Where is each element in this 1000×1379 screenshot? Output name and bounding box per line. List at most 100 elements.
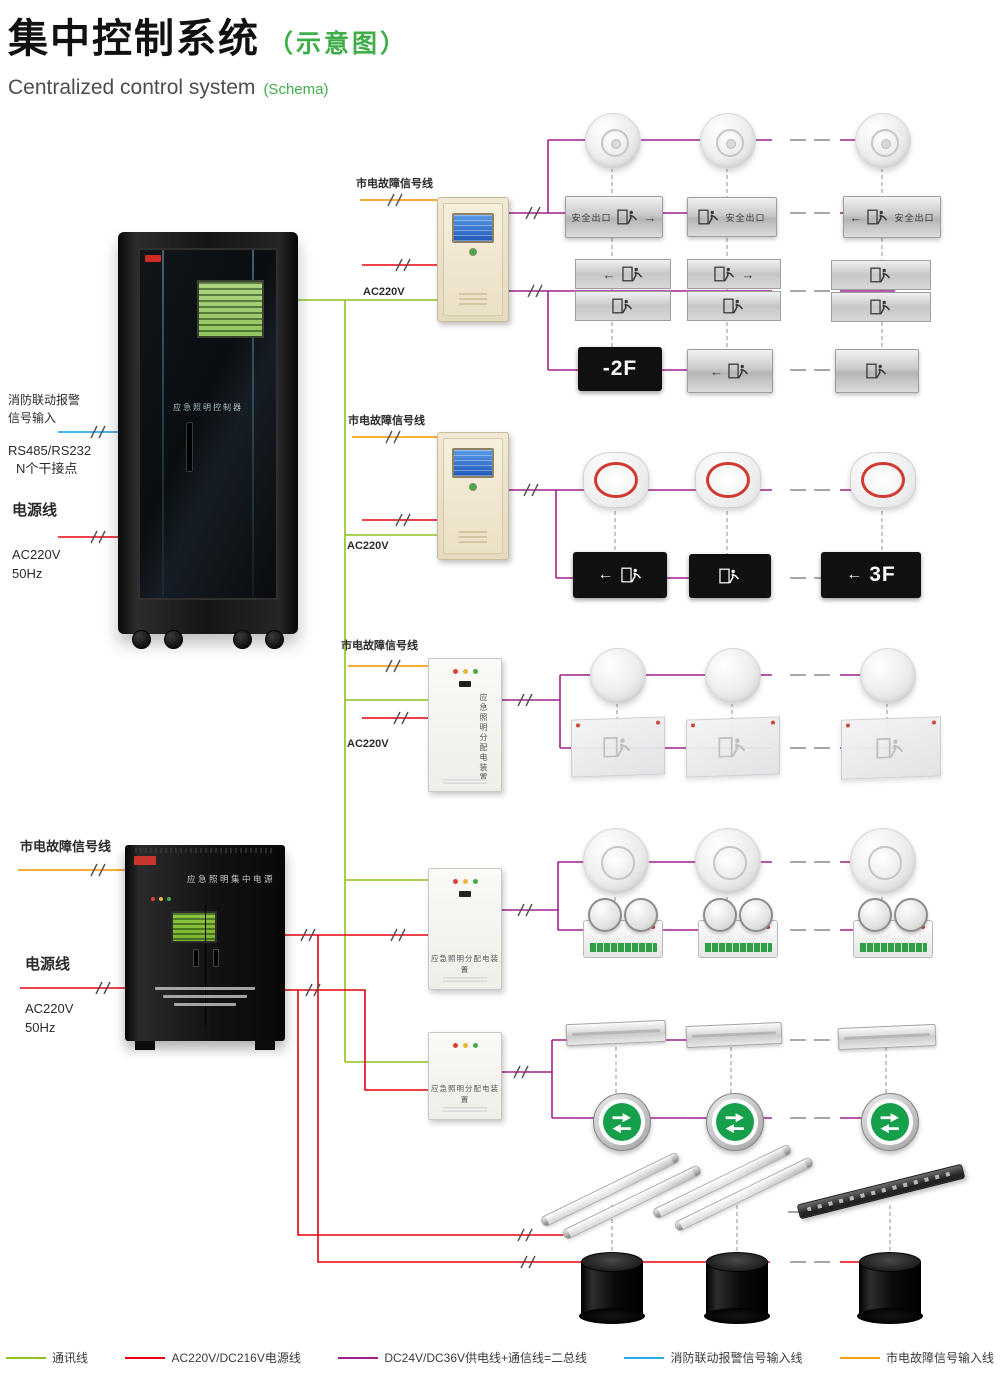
legend-swatch <box>338 1356 379 1359</box>
black-downlight <box>579 1252 645 1324</box>
power-line-label: 电源线 <box>12 502 58 519</box>
double-arrow-icon <box>612 1113 632 1134</box>
door-handle <box>193 949 199 967</box>
exit-sign-label: 安全出口 <box>571 212 612 223</box>
floor-label: 3F <box>869 563 896 586</box>
arrow-left-icon: ← <box>597 566 614 583</box>
double-exit-sign <box>831 260 931 322</box>
ceiling-lamp <box>583 828 649 894</box>
indicator-light <box>469 248 477 256</box>
box-screen <box>452 213 494 243</box>
arrow-right-icon: → <box>643 209 657 225</box>
running-man-icon <box>870 267 892 283</box>
twin-head-emergency-light <box>853 898 933 960</box>
glass-reflection <box>252 250 255 598</box>
door-seam <box>205 905 206 1025</box>
twin-head-emergency-light <box>698 898 778 960</box>
box-label: 应急照明分配电装置 <box>431 1084 499 1104</box>
fire-signal-label-2: 信号输入 <box>8 411 57 425</box>
green-exit-arrow-sign <box>706 1093 764 1151</box>
distribution-box-1 <box>437 197 509 322</box>
running-man-icon <box>719 568 741 584</box>
caster-wheel <box>132 630 151 649</box>
ac220v-label: AC220V <box>347 540 389 552</box>
control-rack-cabinet: 应急照明控制器 <box>118 232 298 649</box>
double-arrow-icon <box>725 1113 745 1134</box>
rs485-label: RS485/RS232 <box>8 443 92 458</box>
aluminum-exit-sign <box>565 1019 667 1047</box>
page-subtitle: Centralized control system (Schema) <box>8 76 328 100</box>
mains-fault-label: 市电故障信号线 <box>356 178 433 190</box>
indicator-lights <box>429 669 501 674</box>
indicator-lights <box>429 879 501 884</box>
indicator-lights <box>429 1043 501 1048</box>
legend-item-fire: 消防联动报警信号输入线 <box>624 1349 803 1366</box>
nameplate-line <box>155 987 255 990</box>
exit-sign: ← <box>687 349 773 393</box>
distribution-box-3: 应急照明分配电装置 <box>428 658 502 792</box>
double-arrow-icon <box>880 1113 900 1134</box>
arrow-left-icon: ← <box>849 209 863 225</box>
green-exit-arrow-sign <box>593 1093 651 1151</box>
downlight <box>695 452 761 508</box>
rack-label: 应急照明控制器 <box>173 403 243 412</box>
ac220v-label: AC220V <box>363 286 405 298</box>
running-man-icon <box>621 567 643 583</box>
distribution-box-4: 应急照明分配电装置 <box>428 868 502 990</box>
floor-label: -2F <box>602 357 638 380</box>
box-screen <box>452 448 494 478</box>
legend: 通讯线 AC220V/DC216V电源线 DC24V/DC36V供电线+通信线=… <box>6 1349 994 1366</box>
exit-sign-label: 安全出口 <box>725 212 766 223</box>
ceiling-lamp <box>860 648 916 704</box>
cable-break-marks <box>90 193 543 1269</box>
brand-logo <box>134 856 156 865</box>
running-man-icon <box>617 209 639 225</box>
acrylic-exit-sign <box>686 716 780 778</box>
rack-glass-door: 应急照明控制器 <box>138 248 278 600</box>
acrylic-exit-sign <box>841 716 941 780</box>
indicator-light <box>469 483 477 491</box>
running-man-icon <box>867 209 889 225</box>
cabinet-label: 应急照明集中电源 <box>186 874 275 884</box>
vent-grille <box>443 977 487 984</box>
running-man-icon <box>603 735 633 758</box>
cabinet-foot <box>255 1041 275 1050</box>
title-en-note: (Schema) <box>263 81 329 98</box>
running-man-icon <box>728 363 750 379</box>
box-label: 应急照明分配电装置 <box>431 954 499 974</box>
ceiling-lamp <box>705 648 761 704</box>
downlight <box>850 452 916 508</box>
door-handle <box>213 949 219 967</box>
vent-grille <box>459 293 487 306</box>
running-man-icon <box>714 266 736 282</box>
ceiling-lamp <box>695 828 761 894</box>
caster-wheel <box>164 630 183 649</box>
downlight <box>583 452 649 508</box>
ac220v-label: AC220V <box>12 547 61 562</box>
legend-swatch <box>839 1356 880 1359</box>
arrow-right-icon: → <box>741 266 755 282</box>
arrow-left-icon: ← <box>710 363 723 379</box>
box-switch <box>459 681 471 687</box>
ceiling-lamp <box>850 828 916 894</box>
continuation-dashes <box>788 139 830 1263</box>
dry-contact-label: N个干接点 <box>16 461 78 476</box>
box-door <box>443 203 503 316</box>
black-downlight <box>704 1252 770 1324</box>
aluminum-exit-sign <box>837 1023 937 1051</box>
caster-wheel <box>233 630 252 649</box>
distribution-box-2 <box>437 432 509 560</box>
aluminum-exit-sign <box>685 1021 783 1049</box>
acrylic-exit-sign <box>571 716 665 778</box>
double-exit-sign: → <box>687 259 781 321</box>
running-man-icon <box>876 736 906 759</box>
box-label: 应急照明分配电装置 <box>479 693 488 783</box>
ac220v-label: AC220V <box>25 1001 74 1016</box>
vent-grille <box>443 779 487 786</box>
fire-signal-label-1: 消防联动报警 <box>8 393 81 407</box>
ac220v-label: AC220V <box>347 738 389 750</box>
cabinet-foot <box>135 1041 155 1050</box>
exit-sign: 安全出口 → <box>565 196 663 238</box>
running-man-icon <box>866 363 888 379</box>
